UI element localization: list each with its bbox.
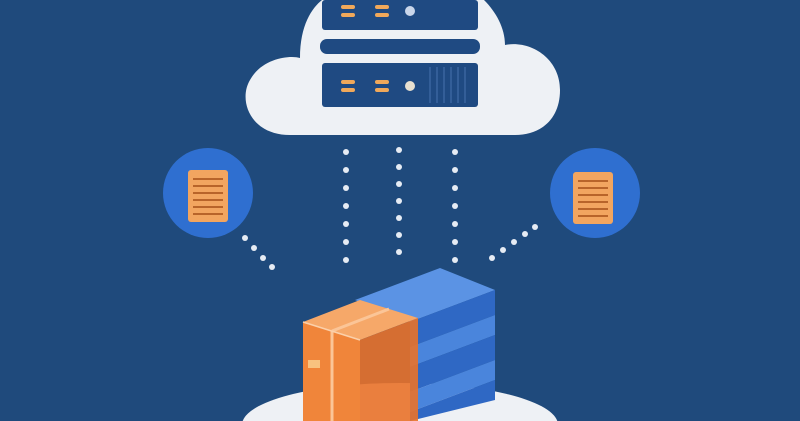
globe-icon [405,6,415,16]
server-unit-bottom [322,63,478,107]
document-icon [188,170,228,222]
document-icon [573,172,613,224]
server-divider [320,39,480,54]
connector-right-vertical [452,149,458,263]
data-connection-dots [242,147,538,270]
package-box-icon [302,300,418,421]
connector-left-vertical [343,149,349,263]
document-node-left [163,148,253,238]
server-rack-icon [320,0,480,107]
connector-left-diagonal [242,235,275,270]
server-unit-top [322,0,478,30]
document-node-right [550,148,640,238]
database-stack-icon [355,268,495,421]
connector-right-diagonal [489,224,538,261]
connector-center-vertical [396,147,402,255]
